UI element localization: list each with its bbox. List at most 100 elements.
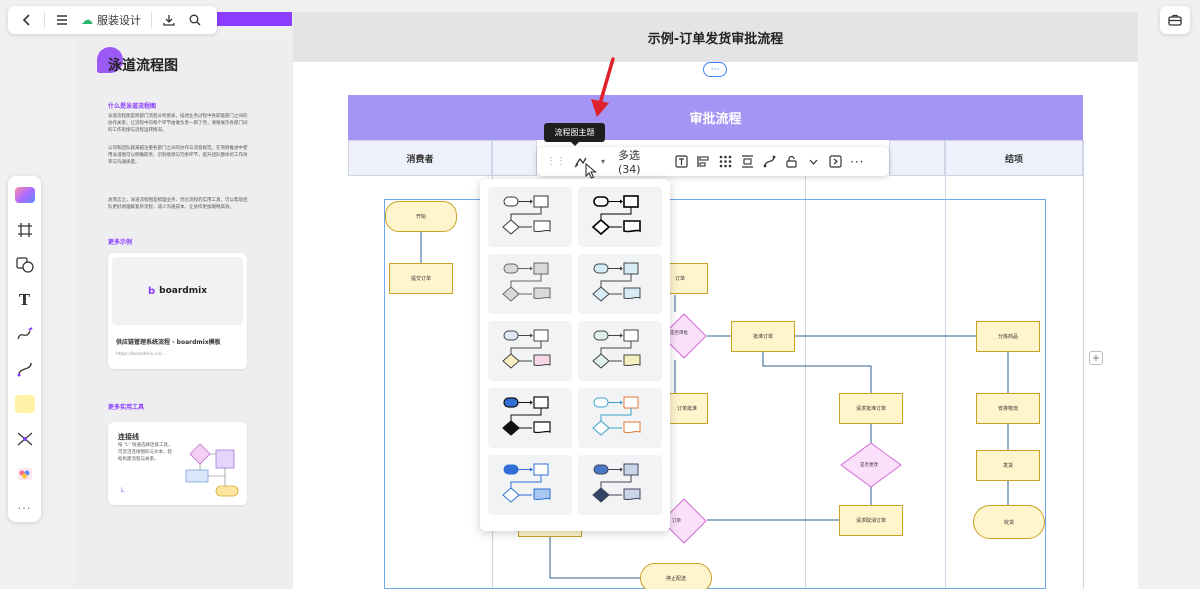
tool-card-illustration	[185, 443, 239, 497]
chevron-down-icon[interactable]	[803, 151, 823, 173]
theme-tooltip: 流程图主题	[544, 123, 605, 146]
menu-icon[interactable]	[49, 7, 75, 33]
lock-icon[interactable]	[781, 151, 801, 173]
templates-icon[interactable]	[12, 182, 38, 209]
flow-node[interactable]: 提交订单	[389, 263, 453, 294]
connector-icon[interactable]	[12, 356, 38, 383]
lane-header[interactable]	[492, 140, 537, 176]
divider	[44, 12, 45, 28]
tool-rail: T ···	[8, 176, 41, 522]
theme-preview	[502, 396, 551, 436]
theme-option[interactable]	[578, 187, 662, 247]
pen-icon[interactable]	[12, 321, 38, 348]
flow-node[interactable]: 请求批准订单	[839, 393, 903, 424]
templates-swatch	[14, 187, 35, 204]
embed-icon[interactable]	[825, 151, 845, 173]
theme-option[interactable]	[578, 388, 662, 448]
text-icon[interactable]: T	[18, 290, 31, 309]
theme-option[interactable]	[488, 187, 572, 247]
flow-node[interactable]: 批准订单	[731, 321, 795, 352]
flow-decision[interactable]	[839, 441, 903, 489]
theme-preview	[502, 463, 551, 503]
align-icon[interactable]	[693, 151, 713, 173]
canvas-header	[293, 12, 1138, 62]
template-thumbnail: b boardmix	[112, 257, 243, 325]
flow-node[interactable]: 发货	[976, 450, 1040, 481]
theme-icon[interactable]	[571, 151, 591, 173]
theme-option[interactable]	[488, 455, 572, 515]
flow-node-start[interactable]: 开始	[385, 201, 457, 232]
flow-node-end[interactable]: 收货	[973, 505, 1045, 539]
sticky-swatch	[14, 395, 35, 414]
back-icon[interactable]	[14, 7, 40, 33]
theme-preview	[592, 396, 641, 436]
distribute-icon[interactable]	[737, 151, 757, 173]
grid-icon[interactable]	[715, 151, 735, 173]
more-icon[interactable]: ···	[850, 154, 865, 169]
theme-grid	[488, 187, 662, 515]
template-card[interactable]: b boardmix 供应链管理系统流程 - boardmix模板 https:…	[108, 253, 247, 369]
doc-section-heading: 更多示例	[108, 239, 133, 246]
flow-decision-label: 订单	[672, 519, 681, 524]
shape-icon[interactable]	[12, 252, 38, 279]
template-url[interactable]: https://boardmix.cn/...	[116, 352, 166, 357]
flow-node[interactable]: 停止配送	[640, 563, 712, 589]
theme-option[interactable]	[578, 455, 662, 515]
sticky-note-icon[interactable]	[12, 391, 38, 418]
mouse-cursor-icon	[585, 163, 597, 179]
doc-paragraph: 总而言之，泳道流程图是梳理业务、优化流程的实用工具，可以帮助团队更好地理解复杂流…	[108, 198, 248, 210]
frame-icon[interactable]	[12, 217, 38, 244]
lane-header[interactable]: 结项	[945, 140, 1083, 176]
flow-node[interactable]: 安排物流	[976, 393, 1040, 424]
theme-preview	[592, 262, 641, 302]
flow-node[interactable]: 请求取消订单	[839, 505, 903, 536]
mindmap-icon[interactable]	[12, 426, 38, 453]
connector-style-icon[interactable]	[759, 151, 779, 173]
lane-header[interactable]	[889, 140, 945, 176]
tool-card-desc: 按 "L" 快速选择连接工具，可灵活连接图形与文本，轻松构建流程与关系。	[118, 443, 173, 462]
theme-popover	[480, 179, 670, 531]
theme-option[interactable]	[578, 254, 662, 314]
purple-banner	[217, 12, 292, 26]
theme-option[interactable]	[488, 321, 572, 381]
annotation-arrow-icon	[591, 57, 615, 117]
doc-paragraph: 公司和团队越来越注重各部门之间的协作与流程规范，在项目推进中使用泳道图可以明确职…	[108, 146, 248, 165]
divider	[151, 12, 152, 28]
cloud-icon: ☁	[81, 13, 93, 27]
multi-select-count[interactable]: 多选 (34)	[618, 149, 641, 176]
theme-dropdown-chevron[interactable]: ▾	[600, 157, 605, 166]
theme-preview	[502, 329, 551, 369]
theme-preview	[502, 262, 551, 302]
logo-icon	[97, 47, 123, 73]
theme-option[interactable]	[488, 388, 572, 448]
doc-section-heading: 更多实用工具	[108, 404, 145, 411]
boardmix-logo-icon: b	[147, 285, 156, 297]
theme-option[interactable]	[578, 321, 662, 381]
theme-preview	[592, 329, 641, 369]
lane-divider	[805, 176, 806, 589]
file-title[interactable]: ☁ 服装设计	[75, 12, 147, 28]
download-icon[interactable]	[156, 7, 182, 33]
text-box-icon[interactable]	[671, 151, 691, 173]
file-name: 服装设计	[97, 14, 141, 27]
frame-more-button[interactable]: ···	[703, 62, 727, 77]
floating-toolbar: ⋮⋮ ▾ 多选 (34) ···	[537, 147, 889, 176]
flow-decision-label: 是否更改	[860, 463, 878, 468]
search-icon[interactable]	[182, 7, 208, 33]
canvas-title: 示例-订单发货审批流程	[647, 32, 784, 47]
tool-card[interactable]: 连接线 按 "L" 快速选择连接工具，可灵活连接图形与文本，轻松构建流程与关系。…	[108, 422, 247, 505]
lane-header[interactable]: 消费者	[348, 140, 492, 176]
add-lane-button[interactable]: +	[1089, 351, 1103, 365]
flow-node[interactable]: 分拣商品	[976, 321, 1040, 352]
tool-card-icon: L	[121, 487, 125, 494]
swimlane-title[interactable]: 审批流程	[348, 95, 1083, 140]
lane-divider	[945, 176, 946, 589]
theme-preview	[502, 195, 551, 235]
apps-icon[interactable]	[12, 460, 38, 487]
drag-handle-icon[interactable]: ⋮⋮	[546, 156, 566, 167]
more-icon[interactable]: ···	[17, 502, 32, 516]
doc-section-heading: 什么是泳道流程图	[108, 103, 157, 110]
theme-option[interactable]	[488, 254, 572, 314]
briefcase-icon[interactable]	[1160, 6, 1190, 34]
